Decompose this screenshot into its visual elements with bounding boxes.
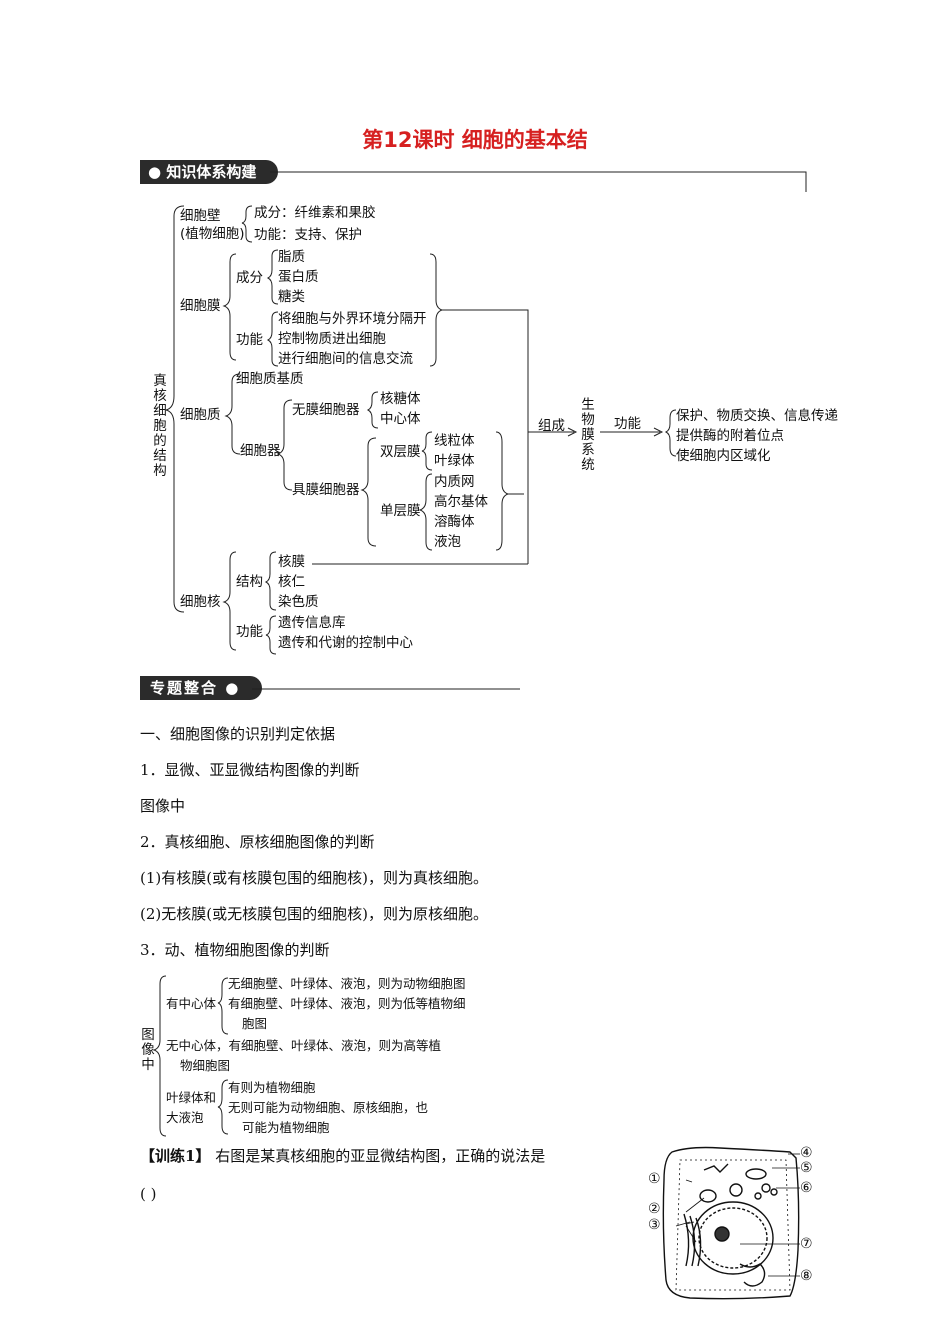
no-case: 无则可能为动物细胞、原核细胞，也 <box>228 1100 429 1115</box>
membrane-organelle-label: 具膜细胞器 <box>292 482 360 498</box>
nucleus-func-2: 遗传和代谢的控制中心 <box>278 635 413 651</box>
wall-label-note: (植物细胞) <box>180 226 245 242</box>
diagram-root: 真核细胞的结构 <box>153 373 167 479</box>
page-title: 第12课时 细胞的基本结 <box>362 128 588 152</box>
cell-sketch <box>662 1146 800 1300</box>
exercise-question: 【训练1】 右图是某真核细胞的亚显微结构图，正确的说法是 <box>140 1146 545 1166</box>
lysosome: 溶酶体 <box>434 514 475 530</box>
centriole-label: 有中心体 <box>166 996 217 1011</box>
membrane-comp-1: 脂质 <box>278 249 305 265</box>
centriole-case-1: 无细胞壁、叶绿体、液泡，则为动物细胞图 <box>228 976 466 991</box>
heading-1: 一、细胞图像的识别判定依据 <box>140 725 336 743</box>
er: 内质网 <box>434 474 475 490</box>
cytoplasm-matrix: 细胞质基质 <box>236 371 304 387</box>
vacuole: 液泡 <box>434 534 461 550</box>
section-tag-topic: 专题整合 ● <box>140 676 262 700</box>
membrane-comp-3: 糖类 <box>278 289 305 305</box>
membrane-func-2: 控制物质进出细胞 <box>278 331 386 347</box>
chloroplast: 叶绿体 <box>434 453 475 469</box>
chloroplast-vacuole-cont: 大液泡 <box>166 1110 204 1125</box>
wall-function: 功能：支持、保护 <box>254 227 362 243</box>
has-case: 有则为植物细胞 <box>228 1080 316 1095</box>
cell-label-1: ① <box>648 1171 661 1187</box>
no-centriole-cont: 物细胞图 <box>180 1058 231 1073</box>
paragraph-2b: (2)无核膜(或无核膜包围的细胞核)，则为原核细胞。 <box>140 905 488 923</box>
chloroplast-vacuole: 叶绿体和 <box>166 1090 217 1105</box>
nucleolus: 核仁 <box>278 574 305 590</box>
exercise-text: 右图是某真核细胞的亚显微结构图，正确的说法是 <box>215 1147 546 1165</box>
membrane-func-label: 功能 <box>236 332 263 348</box>
cell-label-6: ⑥ <box>800 1180 813 1196</box>
cell-label-5: ⑤ <box>800 1160 813 1176</box>
exercise-label: 【训练1】 <box>140 1147 211 1165</box>
bullet-icon: ● <box>218 679 241 697</box>
wall-components: 成分：纤维素和果胶 <box>254 205 376 221</box>
system-func-1: 保护、物质交换、信息传递 <box>676 408 838 424</box>
system-func-label: 功能 <box>614 416 641 432</box>
membrane-func-1: 将细胞与外界环境分隔开 <box>278 311 427 327</box>
nucleus-label: 细胞核 <box>180 594 221 610</box>
organelle-label: 细胞器 <box>240 443 281 459</box>
section-tag-label: 专题整合 <box>150 679 219 697</box>
centriole-case-2: 有细胞壁、叶绿体、液泡，则为低等植物细 <box>228 996 466 1011</box>
cell-label-2: ② <box>648 1201 661 1217</box>
cell-label-3: ③ <box>648 1217 661 1233</box>
wall-label: 细胞壁 <box>180 208 221 224</box>
answer-blank: ( ) <box>140 1185 157 1203</box>
nonmembrane-label: 无膜细胞器 <box>292 402 360 418</box>
nucleus-func-label: 功能 <box>236 624 263 640</box>
compose-label: 组成 <box>538 418 565 434</box>
cell-label-4: ④ <box>800 1145 813 1161</box>
paragraph-2a: (1)有核膜(或有核膜包围的细胞核)，则为真核细胞。 <box>140 869 488 887</box>
nucleus-func-1: 遗传信息库 <box>278 615 346 631</box>
section-tag-knowledge: ● 知识体系构建 <box>140 160 278 184</box>
membrane-comp-label: 成分 <box>236 270 263 286</box>
biomembrane-system: 生物膜系统 <box>581 397 595 473</box>
nucleus-struct-label: 结构 <box>236 574 263 590</box>
nuclear-envelope: 核膜 <box>278 554 305 570</box>
golgi: 高尔基体 <box>434 494 488 510</box>
cell-label-7: ⑦ <box>800 1236 813 1252</box>
chromatin: 染色质 <box>278 594 319 610</box>
single-membrane-label: 单层膜 <box>380 503 421 519</box>
small-root: 图像中 <box>141 1027 155 1073</box>
system-func-2: 提供酶的附着位点 <box>676 428 784 444</box>
subheading-1-text: 图像中 <box>140 797 186 815</box>
section-tag-label: 知识体系构建 <box>166 163 257 181</box>
no-case-cont: 可能为植物细胞 <box>242 1120 330 1135</box>
membrane-comp-2: 蛋白质 <box>278 269 319 285</box>
ribosome: 核糖体 <box>380 391 421 407</box>
membrane-func-3: 进行细胞间的信息交流 <box>278 351 413 367</box>
system-func-3: 使细胞内区域化 <box>676 448 771 464</box>
bullet-icon: ● <box>148 163 167 181</box>
membrane-label: 细胞膜 <box>180 298 221 314</box>
cytoplasm-label: 细胞质 <box>180 407 221 423</box>
centriole-case-2-cont: 胞图 <box>242 1016 268 1031</box>
subheading-2: 2．真核细胞、原核细胞图像的判断 <box>140 833 375 851</box>
subheading-1: 1．显微、亚显微结构图像的判断 <box>140 761 360 779</box>
cell-label-8: ⑧ <box>800 1268 813 1284</box>
no-centriole: 无中心体，有细胞壁、叶绿体、液泡，则为高等植 <box>166 1038 442 1053</box>
subheading-3: 3．动、植物细胞图像的判断 <box>140 941 330 959</box>
centriole: 中心体 <box>380 411 421 427</box>
mitochondria: 线粒体 <box>434 433 475 449</box>
double-membrane-label: 双层膜 <box>380 444 421 460</box>
